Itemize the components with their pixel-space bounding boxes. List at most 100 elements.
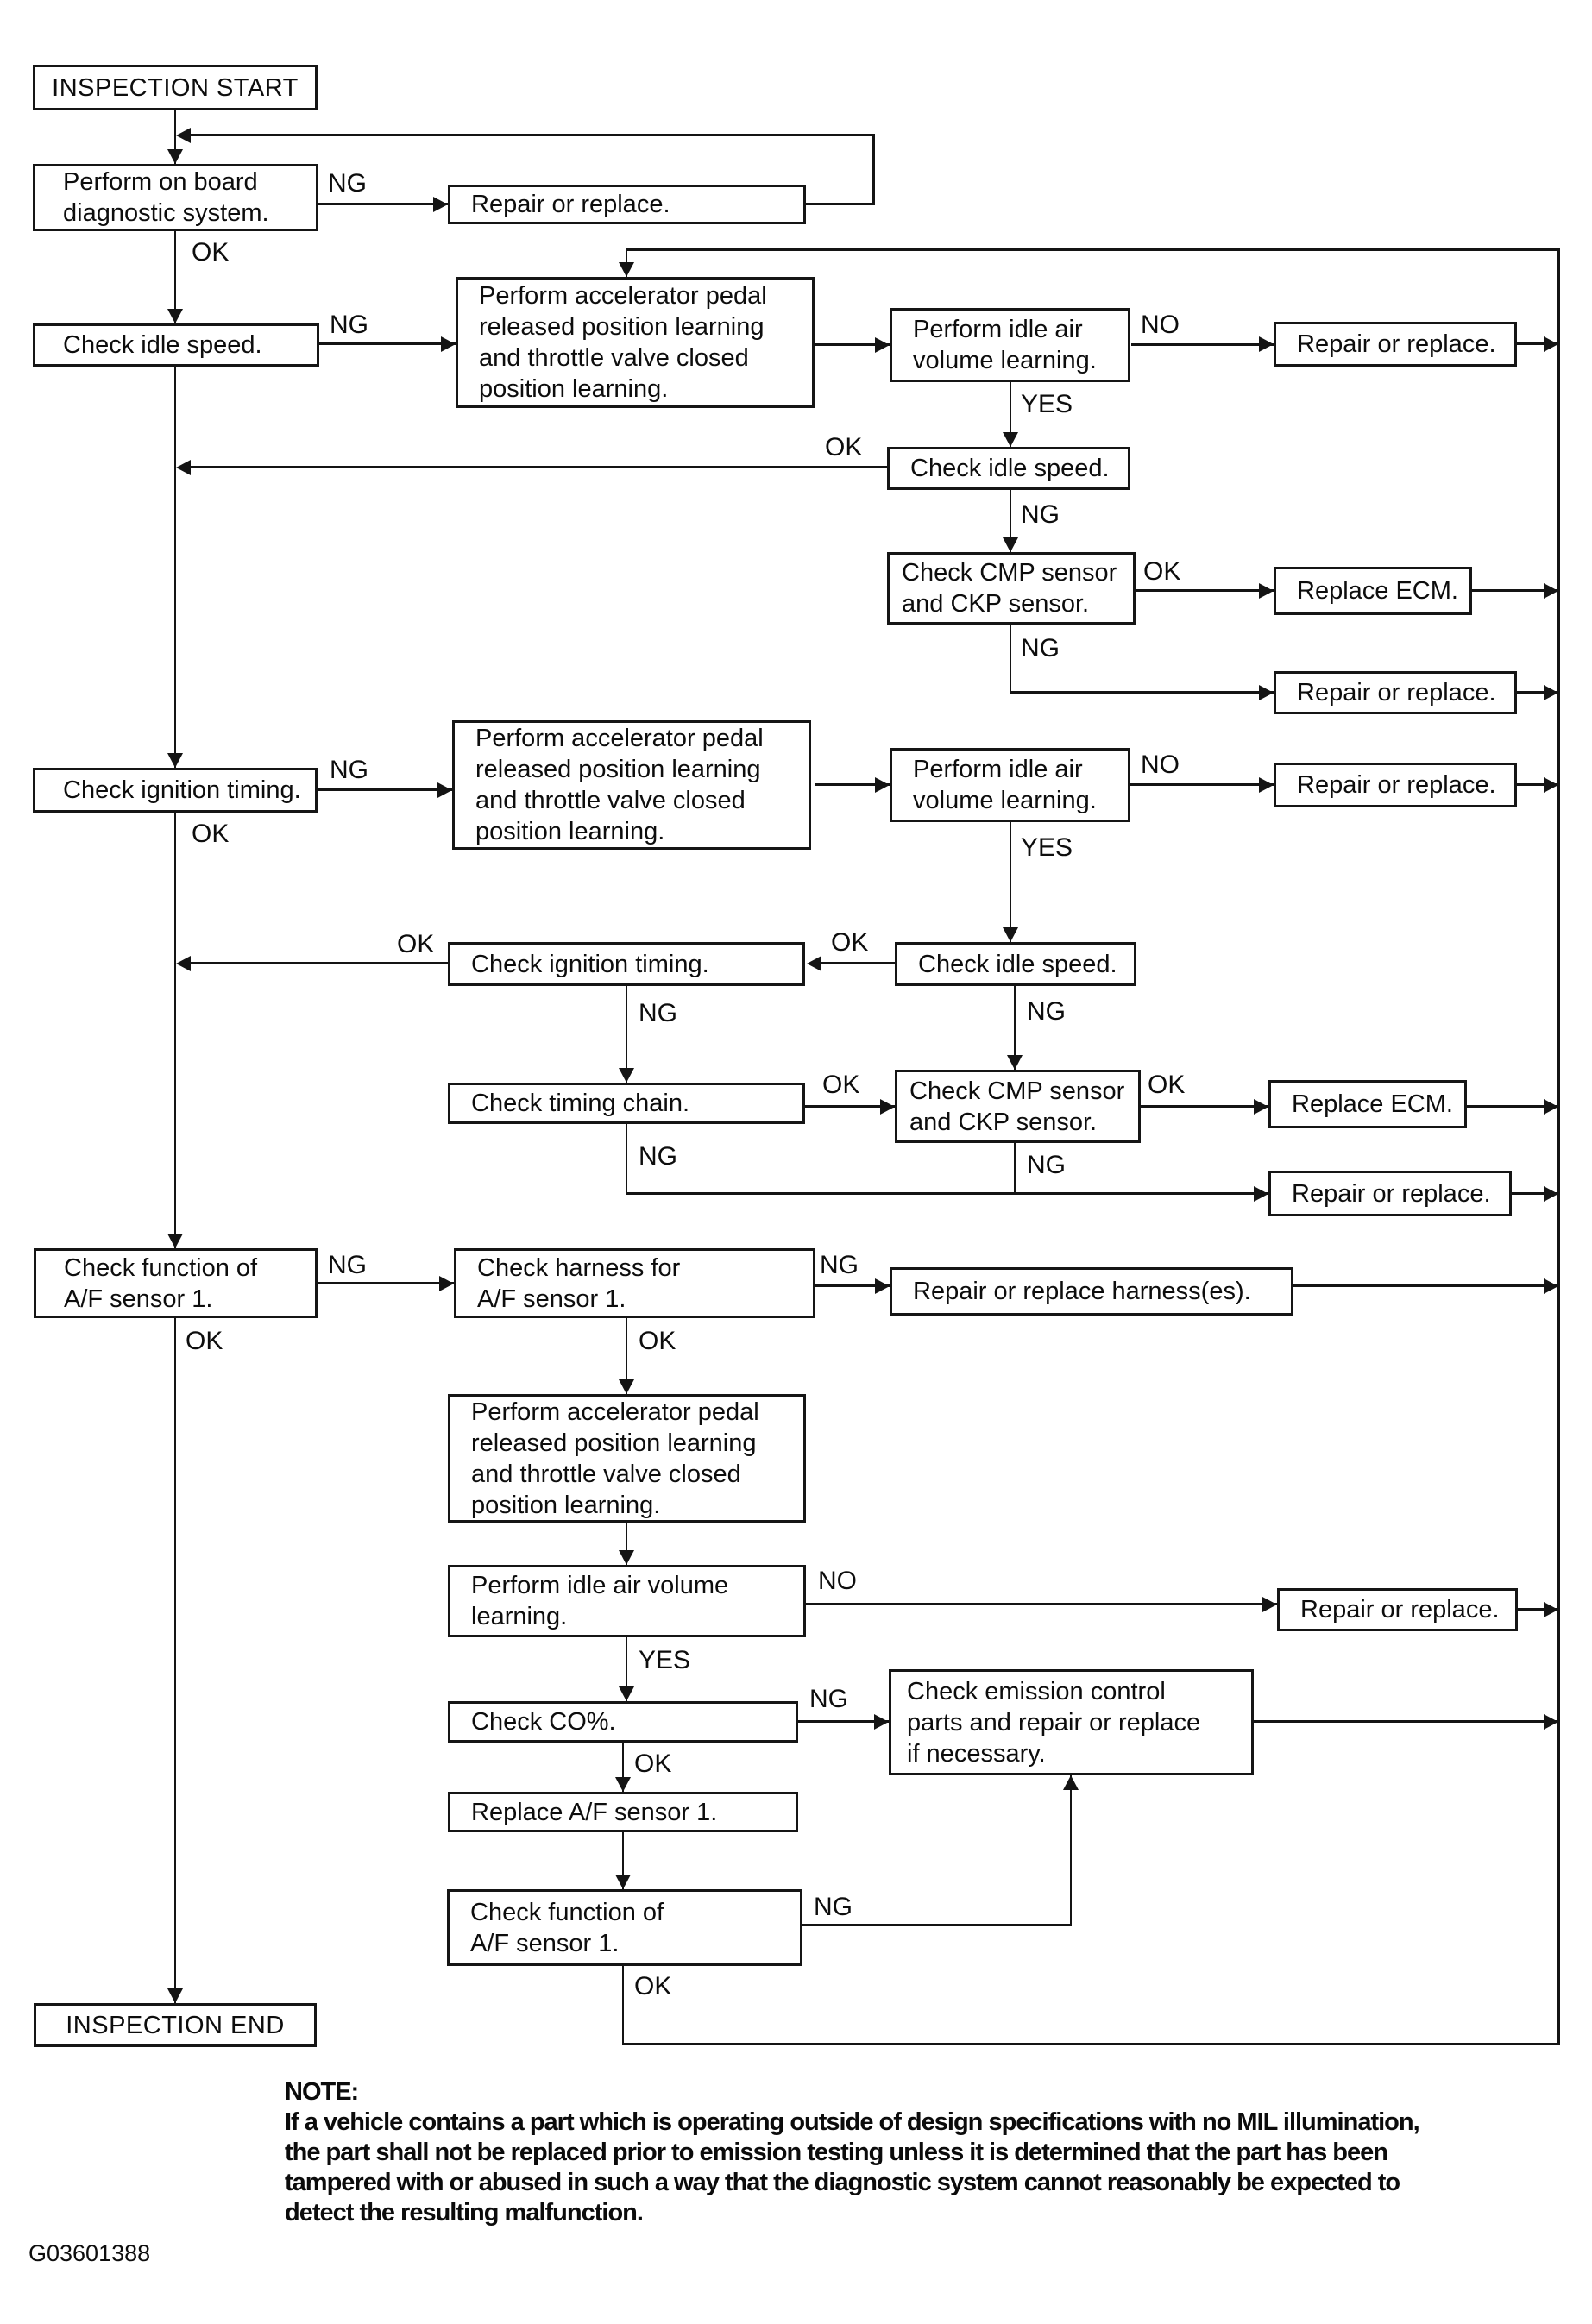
arrowhead [615, 1875, 631, 1889]
node-idle-air-learning-1: Perform idle air volume learning. [890, 308, 1130, 382]
node-check-af-harness: Check harness for A/F sensor 1. [454, 1248, 815, 1318]
arrowhead [1063, 1775, 1079, 1790]
arrowhead [1544, 583, 1558, 599]
arrowhead [439, 1276, 454, 1291]
arrowhead [619, 1686, 634, 1701]
edge-label-ok: OK [1143, 557, 1181, 586]
flow-line [174, 110, 176, 164]
flow-line [802, 1924, 1072, 1926]
arrowhead [1003, 432, 1018, 447]
arrowhead [1544, 685, 1558, 700]
arrowhead [1003, 927, 1018, 942]
arrowhead [619, 1068, 634, 1083]
edge-label-ng: NG [639, 1142, 677, 1171]
edge-label-no: NO [1141, 311, 1180, 339]
edge-label-yes: YES [1021, 390, 1073, 418]
flow-line [1517, 342, 1559, 345]
arrowhead [1007, 1055, 1023, 1070]
edge-label-ng: NG [1021, 500, 1060, 529]
node-replace-ecm-1: Replace ECM. [1274, 567, 1472, 615]
flow-line [626, 986, 627, 1083]
node-check-timing-chain: Check timing chain. [448, 1083, 805, 1124]
flow-line [1557, 248, 1560, 2045]
node-repair-or-replace-1: Repair or replace. [448, 185, 806, 224]
node-check-co: Check CO%. [448, 1701, 798, 1743]
edge-label-ok: OK [192, 238, 230, 267]
node-accel-learning-1: Perform accelerator pedal released posit… [456, 277, 815, 408]
node-repair-or-replace-4: Repair or replace. [1274, 763, 1517, 807]
node-accel-learning-2: Perform accelerator pedal released posit… [452, 720, 811, 850]
flow-line [1130, 783, 1274, 786]
flow-line [1010, 382, 1011, 447]
edge-label-ng: NG [1021, 634, 1060, 663]
edge-label-no: NO [1141, 751, 1180, 779]
flow-line [1512, 1192, 1559, 1195]
edge-label-yes: YES [639, 1646, 691, 1674]
arrowhead [1254, 1186, 1268, 1202]
flow-line [174, 367, 176, 768]
flow-line [1517, 691, 1559, 694]
edge-label-ng: NG [1027, 1151, 1066, 1179]
edge-label-ng: NG [328, 169, 367, 198]
flow-line [1070, 1775, 1072, 1925]
edge-label-ng: NG [330, 756, 368, 784]
edge-label-ng: NG [328, 1251, 367, 1279]
flow-line [805, 1105, 895, 1108]
flow-line [1141, 1105, 1268, 1108]
edge-label-ok: OK [825, 433, 863, 462]
arrowhead [1259, 336, 1274, 352]
arrowhead [1254, 1099, 1268, 1115]
node-idle-air-learning-3: Perform idle air volume learning. [448, 1565, 806, 1637]
arrowhead [619, 1379, 634, 1394]
flow-line [622, 1743, 624, 1792]
edge-label-ok: OK [192, 820, 230, 848]
arrowhead [433, 197, 448, 212]
flow-line [1472, 589, 1559, 592]
node-repair-harness: Repair or replace harness(es). [890, 1267, 1293, 1316]
arrowhead [167, 1988, 183, 2003]
flow-line [318, 203, 448, 205]
flow-line [186, 134, 875, 136]
node-check-ignition-timing-1: Check ignition timing. [33, 768, 318, 813]
arrowhead [1544, 1278, 1558, 1294]
edge-label-ok: OK [831, 928, 869, 957]
flow-line [1517, 783, 1559, 786]
node-check-cmp-ckp-1: Check CMP sensor and CKP sensor. [887, 552, 1136, 625]
arrowhead [874, 1714, 889, 1730]
arrowhead [880, 1099, 895, 1115]
figure-id: G03601388 [28, 2240, 151, 2266]
arrowhead [1262, 1597, 1277, 1612]
arrowhead [1259, 685, 1274, 700]
flow-line [798, 1720, 889, 1723]
arrowhead [1544, 1099, 1558, 1115]
arrowhead [167, 753, 183, 768]
note-line: tampered with or abused in such a way th… [285, 2169, 1400, 2196]
flow-line [622, 1832, 624, 1889]
arrowhead [619, 262, 634, 277]
arrowhead [441, 336, 456, 352]
arrowhead [807, 956, 821, 971]
node-repair-or-replace-3: Repair or replace. [1274, 671, 1517, 714]
flow-line [1131, 343, 1274, 346]
node-check-idle-speed-3: Check idle speed. [895, 942, 1136, 986]
arrowhead [1544, 1186, 1558, 1202]
flow-line [319, 342, 456, 345]
arrowhead [437, 782, 452, 798]
edge-label-ok: OK [634, 1972, 672, 2001]
flow-line [626, 1523, 627, 1565]
flow-line [815, 1284, 890, 1287]
node-repair-or-replace-5: Repair or replace. [1268, 1171, 1512, 1216]
node-accel-learning-3: Perform accelerator pedal released posit… [448, 1394, 806, 1523]
flow-line [815, 343, 890, 346]
flow-line [1518, 1608, 1559, 1611]
flow-line [1010, 691, 1274, 694]
edge-label-ok: OK [397, 930, 435, 958]
arrowhead [176, 956, 191, 971]
node-repair-or-replace-2: Repair or replace. [1274, 322, 1517, 367]
flow-line [174, 1318, 176, 2003]
node-inspection-start: INSPECTION START [33, 65, 318, 110]
node-check-idle-speed-2: Check idle speed. [887, 447, 1130, 490]
arrowhead [1544, 336, 1558, 352]
node-inspection-end: INSPECTION END [34, 2003, 317, 2047]
edge-label-no: NO [818, 1567, 857, 1595]
